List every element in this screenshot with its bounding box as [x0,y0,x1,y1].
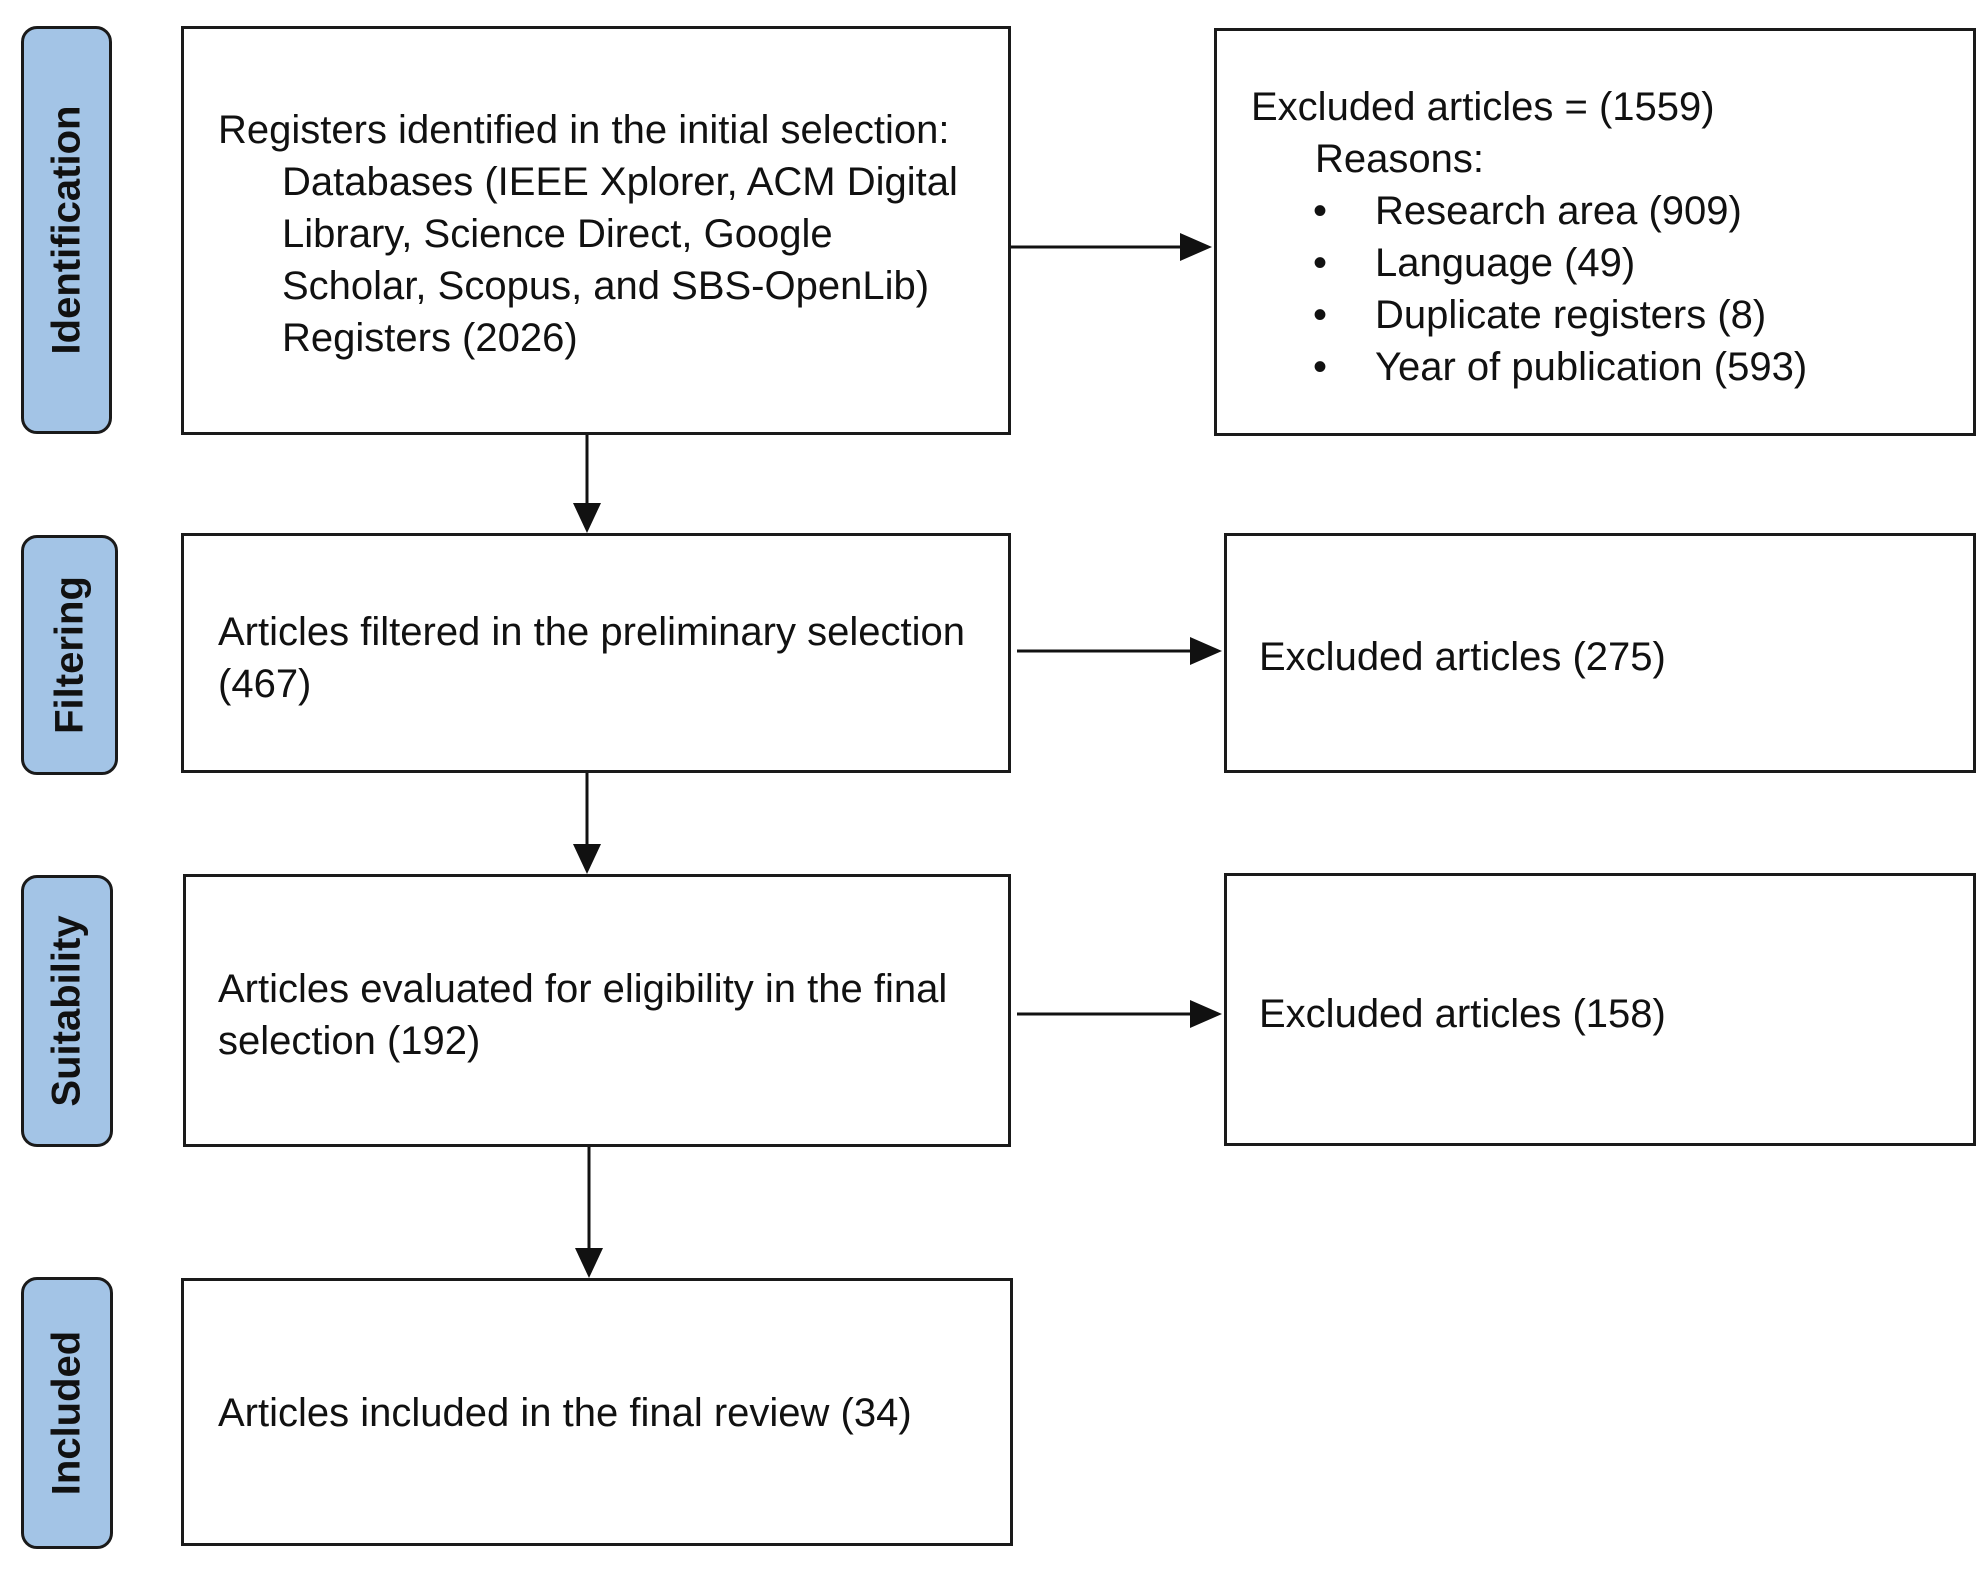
stage-label-filtering: Filtering [47,576,91,734]
reason-item: • Language (49) [1251,237,1807,289]
included-line: Articles included in the final review (3… [218,1391,912,1435]
bullet-icon: • [1313,241,1328,285]
stage-label-included: Included [44,1330,89,1496]
reason-item: • Year of publication (593) [1251,341,1807,393]
stage-tab-identification: Identification [21,26,112,434]
bullet-icon: • [1313,189,1328,233]
excluded-identification-heading: Excluded articles = (1559) [1251,85,1715,129]
stage-label-suitability: Suitability [44,915,89,1107]
reasons-list: • Research area (909) • Language (49) • … [1251,185,1807,393]
reason-text: Year of publication (593) [1375,345,1808,389]
filtering-line-1: Articles filtered in the preliminary sel… [218,610,965,654]
excluded-suitability-line: Excluded articles (158) [1259,992,1666,1036]
identification-box-text: Registers identified in the initial sele… [218,104,958,364]
excluded-filtering-line: Excluded articles (275) [1259,635,1666,679]
excluded-filtering-text: Excluded articles (275) [1259,631,1666,683]
arrow-suitability-to-included [575,1147,603,1278]
excluded-suitability-text: Excluded articles (158) [1259,988,1666,1040]
reason-text: Language (49) [1375,241,1636,285]
reasons-label: Reasons: [1315,137,1484,181]
included-box: Articles included in the final review (3… [181,1278,1013,1546]
identification-line-1: Databases (IEEE Xplorer, ACM Digital [282,160,958,204]
arrow-filtering-to-excluded [1017,637,1222,665]
reason-item: • Duplicate registers (8) [1251,289,1807,341]
identification-line-2: Library, Science Direct, Google [282,212,833,256]
identification-line-3: Scholar, Scopus, and SBS-OpenLib) [282,264,930,308]
bullet-icon: • [1313,345,1328,389]
excluded-identification-box: Excluded articles = (1559) Reasons: • Re… [1214,28,1976,436]
filtering-box: Articles filtered in the preliminary sel… [181,533,1011,773]
stage-tab-included: Included [21,1277,113,1549]
stage-tab-filtering: Filtering [21,535,118,775]
arrow-identification-to-excluded [1011,233,1212,261]
filtering-box-text: Articles filtered in the preliminary sel… [218,606,965,710]
arrow-filtering-to-suitability [573,773,601,874]
arrow-suitability-to-excluded [1017,1000,1222,1028]
suitability-line-1: Articles evaluated for eligibility in th… [218,967,948,1011]
suitability-box-text: Articles evaluated for eligibility in th… [218,963,947,1067]
identification-box: Registers identified in the initial sele… [181,26,1011,435]
identification-line-4: Registers (2026) [282,316,578,360]
stage-label-identification: Identification [44,105,88,355]
bullet-icon: • [1313,293,1328,337]
suitability-box: Articles evaluated for eligibility in th… [183,874,1011,1147]
reason-text: Research area (909) [1375,189,1742,233]
reason-item: • Research area (909) [1251,185,1807,237]
suitability-line-2: selection (192) [218,1019,481,1063]
filtering-line-2: (467) [218,662,312,706]
included-box-text: Articles included in the final review (3… [218,1387,912,1439]
excluded-filtering-box: Excluded articles (275) [1224,533,1976,773]
excluded-suitability-box: Excluded articles (158) [1224,873,1976,1146]
reason-text: Duplicate registers (8) [1375,293,1767,337]
excluded-identification-text: Excluded articles = (1559) Reasons: • Re… [1251,81,1807,393]
stage-tab-suitability: Suitability [21,875,113,1147]
identification-heading: Registers identified in the initial sele… [218,108,950,152]
arrow-identification-to-filtering [573,435,601,533]
